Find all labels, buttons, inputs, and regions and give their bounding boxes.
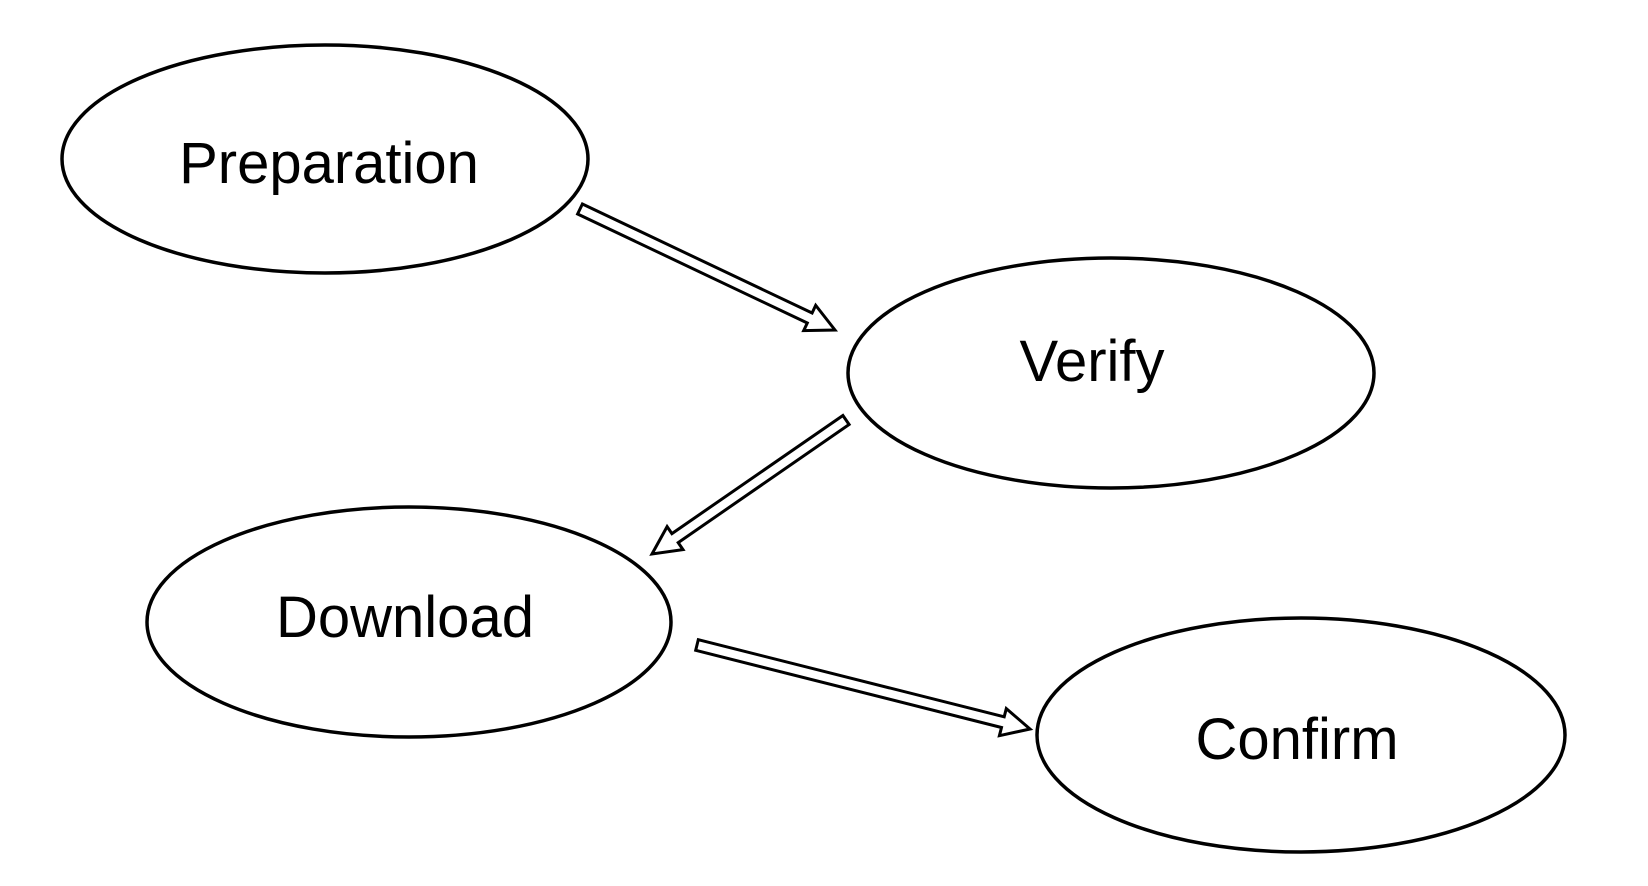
arrow-preparation-to-verify [575,202,839,333]
arrow-verify-to-download [649,413,852,556]
node-download-label: Download [276,585,534,650]
node-preparation: Preparation [60,43,590,275]
node-download-ellipse [145,505,673,739]
node-confirm-ellipse [1035,616,1567,854]
node-confirm-label: Confirm [1195,707,1398,772]
node-preparation-ellipse [60,43,590,275]
node-verify-ellipse [846,256,1376,490]
node-preparation-label: Preparation [179,131,479,196]
node-verify-label: Verify [1019,329,1164,394]
arrow-download-to-confirm [693,637,1034,738]
node-confirm: Confirm [1035,616,1567,854]
node-verify: Verify [846,256,1376,490]
node-download: Download [145,505,673,739]
